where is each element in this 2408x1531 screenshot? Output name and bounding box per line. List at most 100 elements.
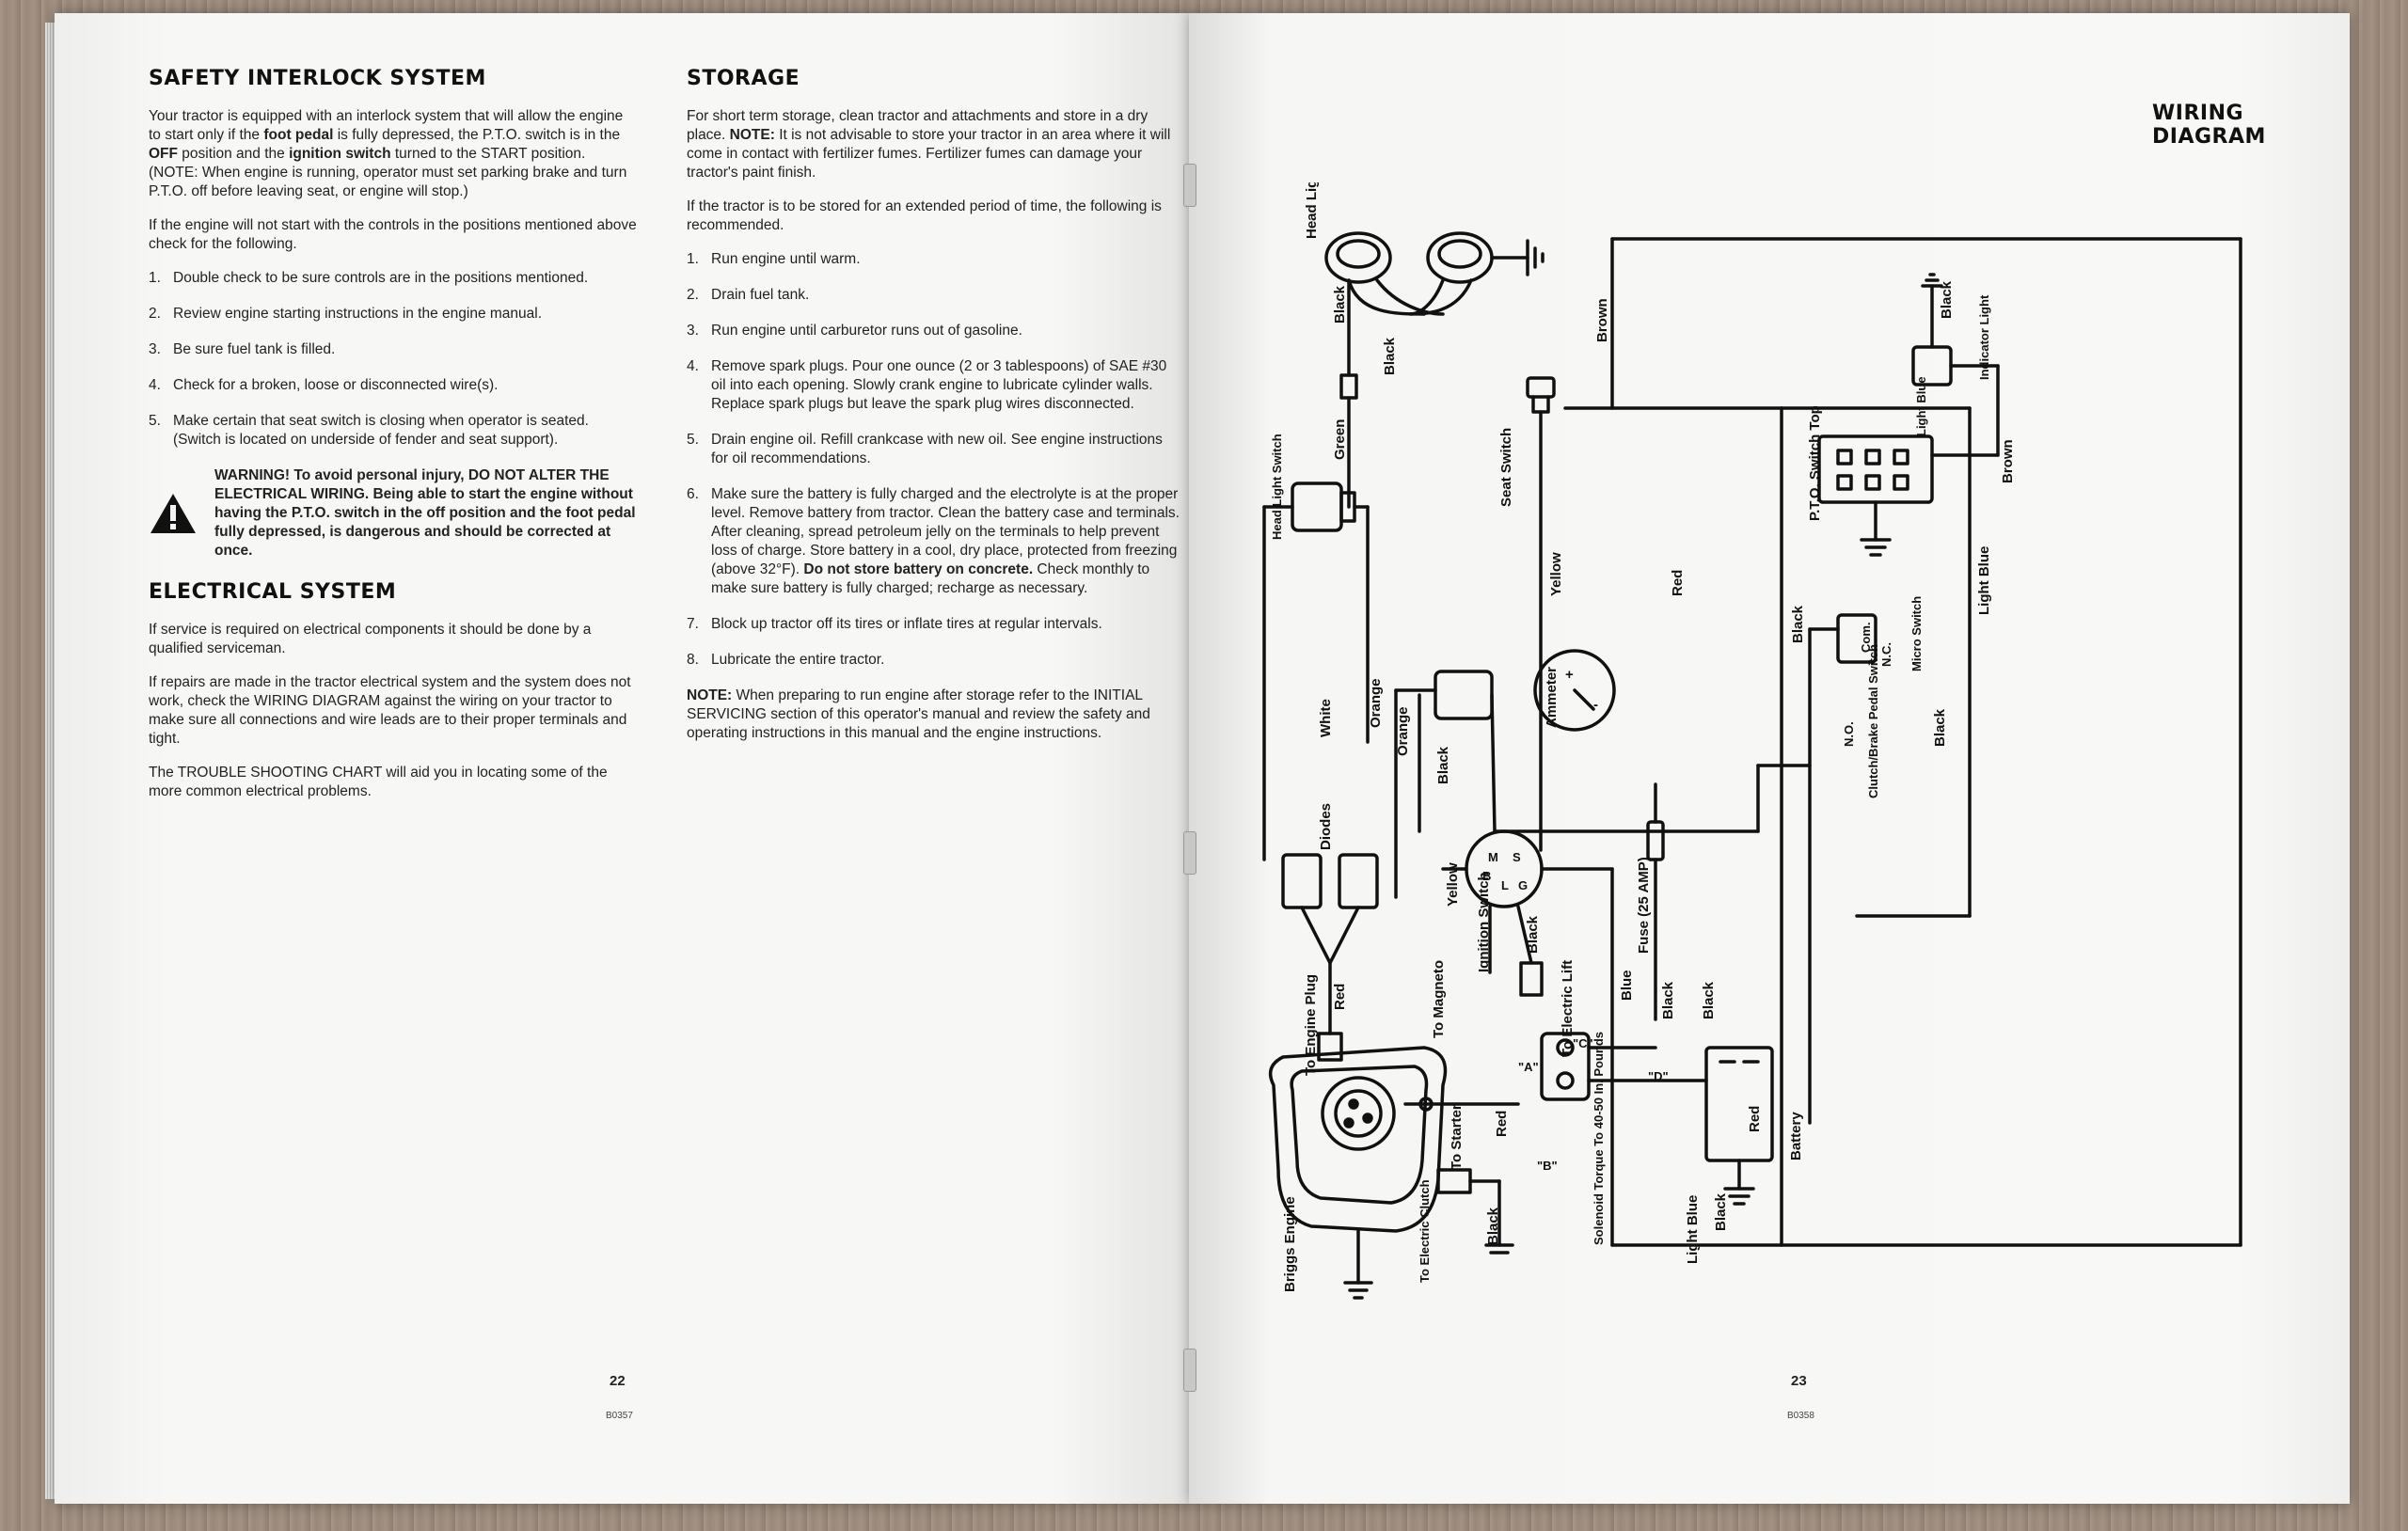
list-text: Block up tractor off its tires or inflat… [711,616,1102,632]
list-text: Check for a broken, loose or disconnecte… [173,377,499,393]
electrical-paragraph-3: The TROUBLE SHOOTING CHART will aid you … [149,765,608,799]
list-number: 3. [149,341,161,357]
label-indicator-light: Indicator Light [1977,294,1991,380]
label-term-b: "B" [1537,1159,1558,1173]
label-brown-1: Brown [1594,298,1610,342]
wiring-diagram: Head Lights Black Black Green Head Light… [1262,182,2242,1300]
label-term-l: L [1501,878,1509,892]
safety-checklist: 1.Double check to be sure controls are i… [149,269,638,450]
seat-switch-icon [1526,376,1556,414]
label-term-d: "D" [1648,1069,1669,1083]
booklet: SAFETY INTERLOCK SYSTEM Your tractor is … [45,13,2350,1504]
text-run-bold: ignition switch [289,146,391,162]
label-black-7: Black [1525,915,1541,954]
text-run: It is not advisable to store your tracto… [687,127,1171,181]
solenoid-icon [1540,1032,1591,1101]
text-run-bold: NOTE: [729,127,775,143]
list-number: 2. [149,306,161,322]
staple [1183,164,1196,207]
head-light-switch-icon [1291,481,1356,532]
label-briggs-engine: Briggs Engine [1282,1196,1298,1292]
label-to-magneto: To Magneto [1431,960,1447,1038]
list-number: 2. [687,287,699,303]
fuse-icon [1646,820,1665,861]
label-red-4: Red [1747,1106,1763,1132]
label-white: White [1318,699,1334,737]
text-run: Make sure the battery is fully charged a… [711,486,1180,577]
list-item: 7.Block up tractor off its tires or infl… [687,615,1183,634]
list-text: Make sure the battery is fully charged a… [711,485,1183,598]
list-text: Lubricate the entire tractor. [711,652,885,668]
label-no: N.O. [1842,721,1856,747]
battery-icon [1704,1046,1774,1162]
text-run: Check monthly to make sure battery is fu… [711,561,1150,596]
label-clutch-brake: Clutch/Brake Pedal Switch [1866,644,1880,798]
label-light-blue-3: Light Blue [1685,1195,1701,1264]
label-micro-switch: Micro Switch [1909,596,1924,671]
storage-paragraph-2: If the tractor is to be stored for an ex… [687,198,1162,233]
label-battery: Battery [1788,1112,1804,1160]
list-item: 2.Review engine starting instructions in… [149,305,638,324]
label-red-2: Red [1332,984,1348,1010]
label-pto-switch-top: P.T.O. Switch Top [1807,405,1823,521]
label-to-starter: To Starter [1449,1104,1465,1170]
list-text: Run engine until carburetor runs out of … [711,323,1022,339]
text-run-bold: OFF [149,146,178,162]
label-black-5: Black [1932,708,1948,747]
label-black-8: Black [1660,981,1676,1019]
list-number: 1. [149,270,161,286]
list-item: 3. Run engine until carburetor runs out o… [687,322,1183,340]
micro-switch-icon [1836,613,1877,664]
text-run-bold: NOTE: [687,687,733,703]
label-red-3: Red [1494,1111,1510,1137]
label-term-c: "C" [1573,1036,1593,1050]
electrical-paragraph-1: If service is required on electrical com… [149,622,592,656]
list-item: 8.Lubricate the entire tractor. [687,651,1183,670]
list-number: 4. [149,377,161,393]
list-item: 5.Make certain that seat switch is closi… [149,412,638,450]
list-text: Make certain that seat switch is closing… [173,413,589,448]
list-text: Remove spark plugs. Pour one ounce (2 or… [711,358,1167,412]
text-run: turned to the START position. (NOTE: Whe… [149,146,627,199]
page-number-right: 23 [1791,1373,1807,1389]
right-column: STORAGE For short term storage, clean tr… [687,67,1183,758]
list-number: 6. [687,486,699,502]
text-run: Your tractor is equipped with an interlo… [149,108,624,143]
page-code-right: B0358 [1787,1411,1814,1421]
left-page: SAFETY INTERLOCK SYSTEM Your tractor is … [55,13,1189,1504]
text-run: For short term storage, clean tractor an… [687,108,1149,143]
label-red-1: Red [1670,570,1686,596]
list-item: 6. Make sure the battery is fully charged… [687,485,1183,598]
warning-triangle-icon [149,466,214,560]
label-head-light-switch: Head Light Switch [1270,434,1284,540]
label-ammeter-plus: + [1565,667,1574,683]
text-run: is fully depressed, the P.T.O. switch is… [333,127,621,143]
list-item: 1.Run engine until warm. [687,250,1183,269]
label-black-10: Black [1713,1192,1729,1231]
label-term-s: S [1513,850,1521,864]
label-black-3: Black [1939,280,1955,319]
list-number: 1. [687,251,699,267]
electrical-paragraph-2: If repairs are made in the tractor elect… [149,674,631,747]
label-term-a: "A" [1518,1060,1539,1074]
list-text: Drain engine oil. Refill crankcase with … [711,432,1163,466]
storage-heading: STORAGE [687,67,800,90]
list-item: 1.Double check to be sure controls are i… [149,269,638,288]
label-black-6: Black [1435,746,1451,784]
page-number-left: 22 [610,1373,626,1389]
label-diodes: Diodes [1318,803,1334,850]
page-edges [45,23,56,1499]
list-item: 5. Drain engine oil. Refill crankcase wit… [687,431,1183,468]
list-number: 5. [687,432,699,448]
text-run: position and the [178,146,290,162]
label-com: Com. [1859,623,1873,654]
text-run: When preparing to run engine after stora… [687,687,1150,741]
ammeter-icon [1533,649,1616,732]
electrical-heading: ELECTRICAL SYSTEM [149,580,397,604]
label-orange-2: Orange [1395,706,1411,756]
staple [1183,831,1196,875]
list-text: Be sure fuel tank is filled. [173,341,336,357]
list-number: 3. [687,323,699,339]
storage-note: NOTE: When preparing to run engine after… [687,687,1183,743]
label-term-g: G [1518,878,1528,892]
